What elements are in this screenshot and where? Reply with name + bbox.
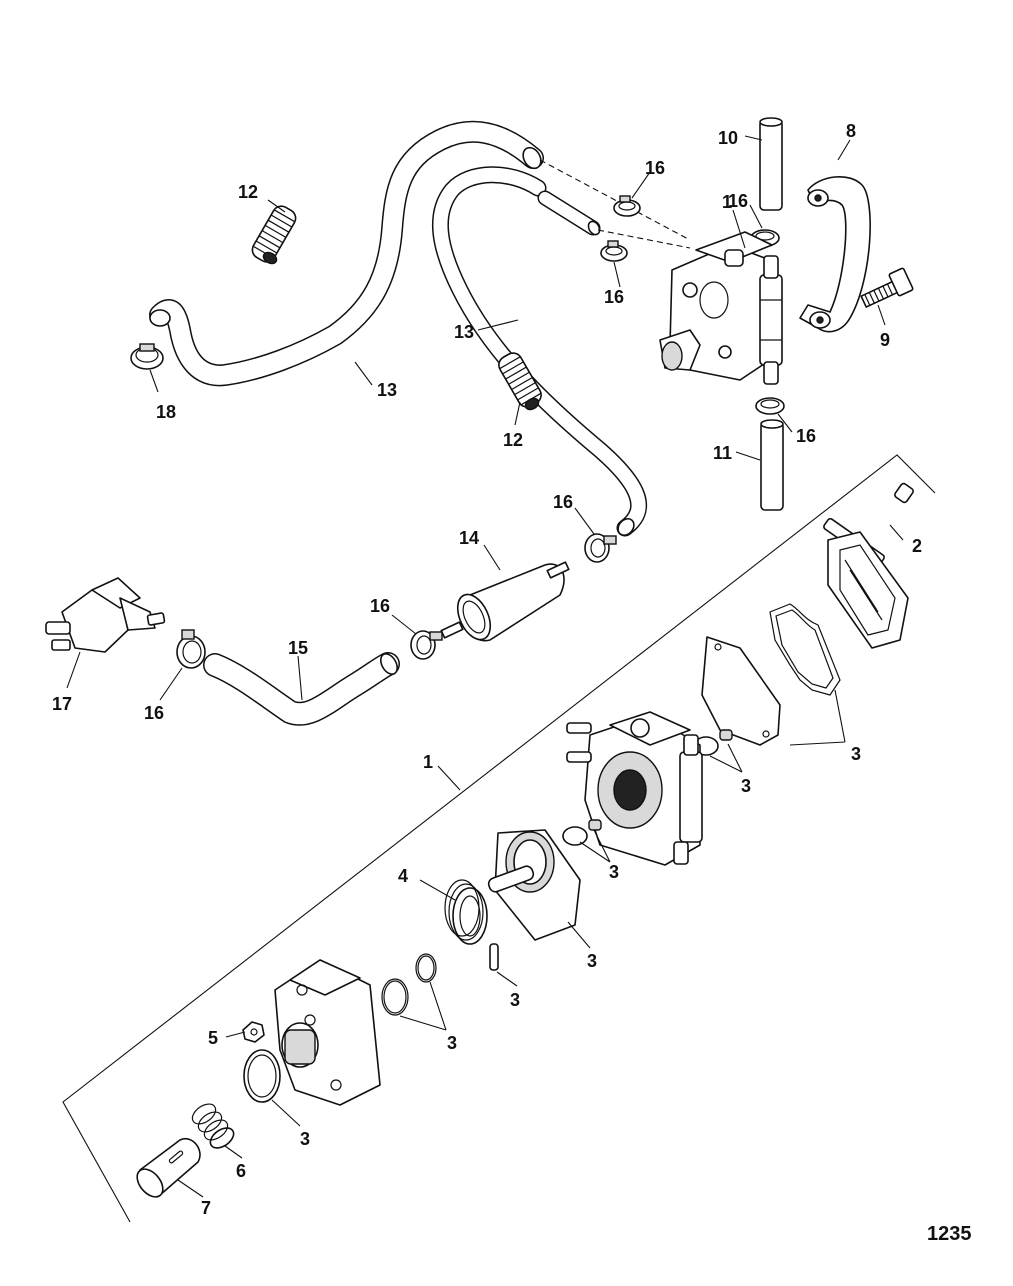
callout-8: 8 bbox=[846, 121, 856, 141]
callout-18: 18 bbox=[156, 402, 176, 422]
hose-15 bbox=[203, 652, 400, 726]
pump-body bbox=[566, 711, 703, 866]
callout-10: 10 bbox=[718, 128, 738, 148]
callout-16-top-right: 16 bbox=[728, 191, 748, 211]
pump-cover bbox=[827, 531, 909, 649]
dashed-guide-lower bbox=[597, 229, 691, 249]
fuel-filter-14 bbox=[440, 561, 570, 642]
hose-10 bbox=[759, 117, 783, 211]
callout-3-valve-middle: 3 bbox=[609, 862, 619, 882]
callout-16-filter-out: 16 bbox=[553, 492, 573, 512]
figure-number: 1235 bbox=[927, 1223, 972, 1245]
clamp-16-bottom-right bbox=[755, 397, 785, 415]
callout-3-orings: 3 bbox=[447, 1033, 457, 1053]
callout-1-pump: 1 bbox=[722, 192, 732, 212]
hose-11 bbox=[760, 419, 784, 511]
fuel-pump-1-assembled bbox=[659, 231, 783, 385]
short-hose bbox=[537, 190, 601, 236]
callout-16-mid-left: 16 bbox=[604, 287, 624, 307]
sleeve-12-upper bbox=[251, 205, 297, 265]
spring-4 bbox=[444, 879, 488, 945]
diaphragm-plate bbox=[701, 636, 781, 746]
fuel-connector-17 bbox=[45, 577, 166, 653]
callout-13-left: 13 bbox=[377, 380, 397, 400]
callout-1-breakdown: 1 bbox=[423, 752, 433, 772]
hose-13-left bbox=[149, 120, 544, 387]
callout-3-seal: 3 bbox=[300, 1129, 310, 1149]
callout-11: 11 bbox=[713, 443, 732, 463]
callout-4: 4 bbox=[398, 866, 408, 886]
callout-13-right: 13 bbox=[454, 322, 474, 342]
callout-12-lower: 12 bbox=[503, 430, 523, 450]
callout-16-top: 16 bbox=[645, 158, 665, 178]
callout-labels: 1 10 8 9 16 16 16 16 11 12 12 13 13 18 1… bbox=[52, 121, 922, 1218]
leader-lines bbox=[66, 135, 904, 1198]
dashed-guide-upper bbox=[539, 159, 691, 241]
clamp-16-filter-out bbox=[584, 533, 617, 563]
bracket-8 bbox=[799, 175, 871, 333]
plunger-7 bbox=[136, 1137, 201, 1198]
callout-9: 9 bbox=[880, 330, 890, 350]
callout-16-filter-in: 16 bbox=[370, 596, 390, 616]
callout-16-bottom-right: 16 bbox=[796, 426, 816, 446]
nut-5 bbox=[242, 1021, 265, 1043]
o-ring-small bbox=[415, 953, 437, 983]
clamp-16-top bbox=[613, 195, 641, 217]
gasket-outline bbox=[769, 603, 841, 696]
diaphragm-shaft bbox=[487, 829, 581, 941]
callout-3-valve-right: 3 bbox=[741, 776, 751, 796]
callout-3-pin: 3 bbox=[510, 990, 520, 1010]
callout-17: 17 bbox=[52, 694, 72, 714]
callout-14: 14 bbox=[459, 528, 479, 548]
clamp-16-top-left bbox=[600, 240, 628, 262]
callout-3-diaphragm: 3 bbox=[587, 951, 597, 971]
callout-5: 5 bbox=[208, 1028, 218, 1048]
valve-middle bbox=[562, 819, 602, 846]
callout-3-cover-gaskets: 3 bbox=[851, 744, 861, 764]
pin bbox=[489, 943, 499, 971]
bolt-9 bbox=[860, 267, 914, 308]
clamp-16-connector bbox=[176, 629, 206, 669]
sleeve-12-lower bbox=[498, 352, 542, 411]
spring-6 bbox=[191, 1103, 235, 1149]
hose-13-right bbox=[432, 166, 648, 537]
pump-base bbox=[274, 959, 381, 1106]
callout-7: 7 bbox=[201, 1198, 211, 1218]
clamp-16-filter-in bbox=[410, 630, 443, 660]
callout-15: 15 bbox=[288, 638, 308, 658]
callout-12-upper: 12 bbox=[238, 182, 258, 202]
o-ring-large bbox=[381, 978, 409, 1016]
callout-16-connector: 16 bbox=[144, 703, 164, 723]
callout-6: 6 bbox=[236, 1161, 246, 1181]
clamp-18 bbox=[130, 343, 164, 370]
callout-2: 2 bbox=[912, 536, 922, 556]
breakdown-frame bbox=[62, 454, 936, 1223]
seal-ring bbox=[243, 1049, 281, 1103]
